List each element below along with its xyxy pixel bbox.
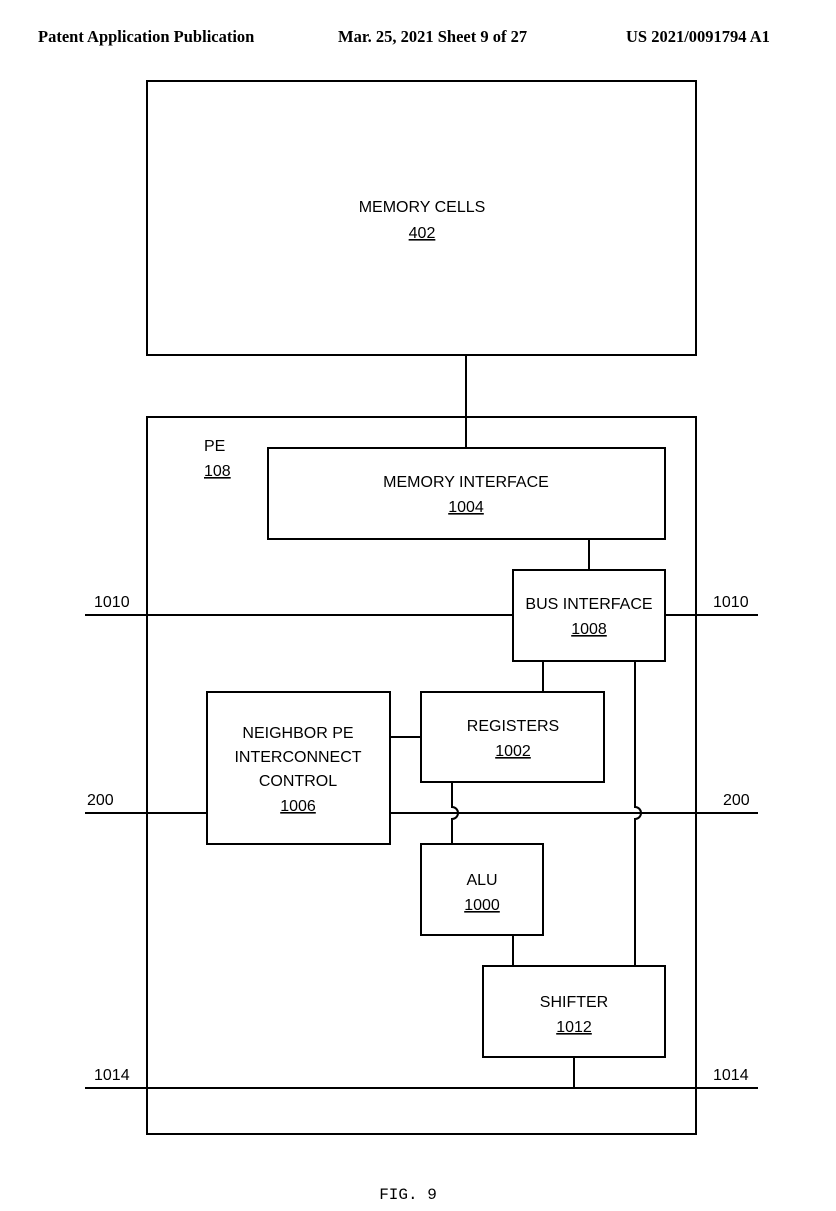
figure-label: FIG. 9 [379, 1186, 437, 1204]
shifter-label: SHIFTER [540, 994, 608, 1011]
header-publication-type: Patent Application Publication [38, 27, 255, 46]
neighbor-pe-interconnect-control-block [206, 691, 391, 845]
shifter-block [482, 965, 666, 1058]
alu-ref: 1000 [464, 897, 500, 914]
pe-ref: 108 [204, 463, 231, 480]
pe-label: PE [204, 438, 225, 455]
bus-1010-left-label: 1010 [94, 594, 130, 611]
registers-block [420, 691, 605, 783]
neighbor-ref: 1006 [280, 798, 316, 815]
bus-200-left-label: 200 [87, 792, 114, 809]
memory-interface-block [267, 447, 666, 540]
bus-200-right-label: 200 [723, 792, 750, 809]
memory-interface-ref: 1004 [448, 499, 484, 516]
shifter-ref: 1012 [556, 1019, 592, 1036]
neighbor-label-line1: NEIGHBOR PE [242, 725, 353, 742]
neighbor-label-line2: INTERCONNECT [234, 749, 361, 766]
memory-cells-block [146, 80, 697, 356]
bus-interface-label: BUS INTERFACE [525, 596, 652, 613]
alu-label: ALU [466, 872, 497, 889]
bus-1014-left-label: 1014 [94, 1067, 130, 1084]
registers-ref: 1002 [495, 743, 531, 760]
memory-cells-label: MEMORY CELLS [359, 199, 486, 216]
memory-interface-label: MEMORY INTERFACE [383, 474, 549, 491]
alu-block [420, 843, 544, 936]
neighbor-label-line3: CONTROL [259, 773, 337, 790]
memory-cells-ref: 402 [409, 225, 436, 242]
bus-interface-ref: 1008 [571, 621, 607, 638]
header-publication-number: US 2021/0091794 A1 [626, 27, 770, 46]
registers-label: REGISTERS [467, 718, 559, 735]
bus-1014-right-label: 1014 [713, 1067, 749, 1084]
pe-block [146, 416, 697, 1135]
header-date-sheet: Mar. 25, 2021 Sheet 9 of 27 [338, 27, 528, 46]
bus-interface-block [512, 569, 666, 662]
bus-1010-right-label: 1010 [713, 594, 749, 611]
